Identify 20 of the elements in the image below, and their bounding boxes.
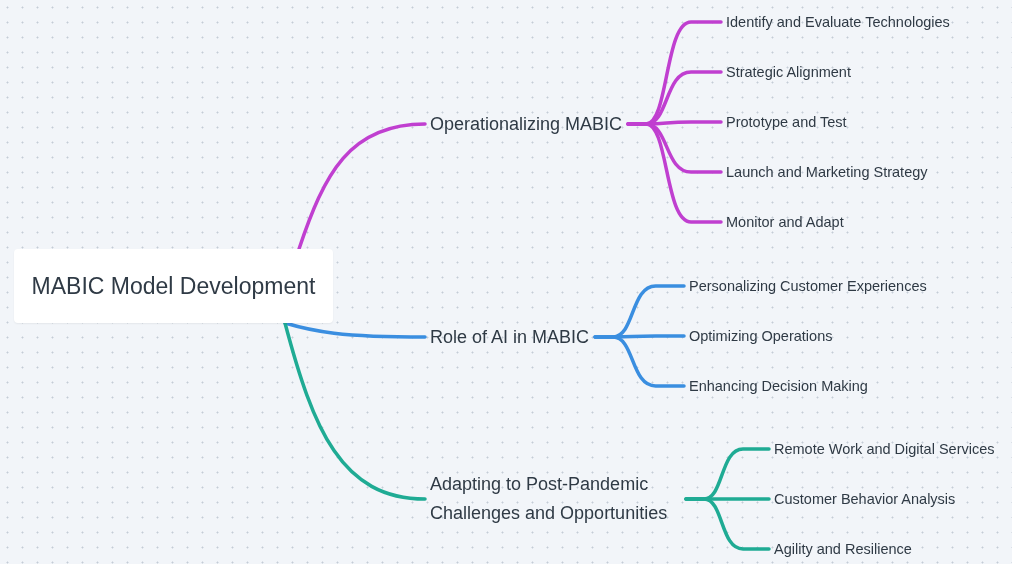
branch-line [593, 335, 686, 388]
branch-line [684, 497, 771, 551]
subtopic: Enhancing Decision Making [689, 374, 868, 398]
subtopic: Personalizing Customer Experiences [689, 274, 927, 298]
subtopic: Monitor and Adapt [726, 210, 844, 234]
subtopic: Prototype and Test [726, 110, 847, 134]
branch-line [297, 122, 427, 251]
subtopic: Customer Behavior Analysis [774, 487, 956, 511]
subtopic: Optimizing Operations [689, 324, 833, 348]
subtopic: Launch and Marketing Strategy [726, 160, 928, 184]
main-topic: Adapting to Post-Pandemic Challenges and Opportunities [430, 470, 680, 528]
main-topic: Role of AI in MABIC [430, 324, 590, 350]
branch-line [626, 122, 723, 224]
main-topic: Operationalizing MABIC [430, 111, 623, 137]
root-topic-box: MABIC Model Development [14, 249, 333, 323]
subtopic: Strategic Alignment [726, 60, 851, 84]
subtopic: Remote Work and Digital Services [774, 437, 995, 461]
subtopic: Identify and Evaluate Technologies [726, 10, 950, 34]
subtopic: Agility and Resilience [774, 537, 912, 561]
branch-line [283, 321, 427, 501]
